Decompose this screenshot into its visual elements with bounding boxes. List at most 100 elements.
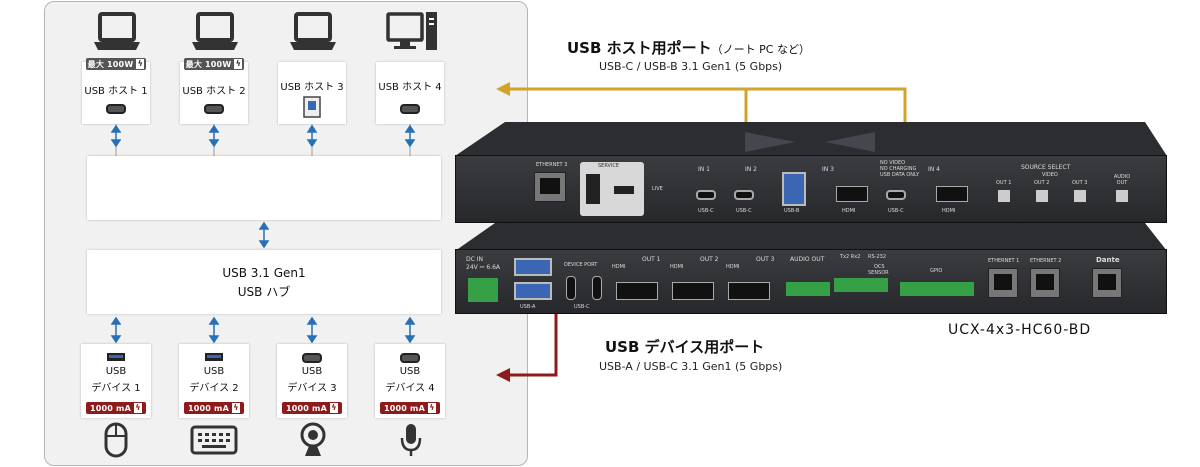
usb-c-port-icon bbox=[302, 353, 322, 363]
ethernet2-port-icon bbox=[1030, 268, 1060, 298]
laptop-icon bbox=[290, 12, 336, 50]
dante-logo: Dante bbox=[1096, 256, 1120, 264]
keyboard-icon bbox=[190, 425, 238, 455]
ethernet-port-icon bbox=[534, 172, 566, 202]
laptop-icon bbox=[192, 12, 238, 50]
rs232-label: RS-232 bbox=[868, 254, 886, 260]
host-port-title-note: （ノート PC など） bbox=[711, 43, 810, 56]
device-label-1: USB bbox=[105, 366, 127, 377]
usbb-label: USB-B bbox=[784, 208, 800, 214]
usb-b-port-icon bbox=[303, 96, 321, 118]
dc-power-terminal-icon bbox=[468, 278, 498, 302]
device-port-arrow-line bbox=[508, 310, 558, 377]
usb-c-port-icon bbox=[106, 104, 126, 114]
usb-a-service-port-icon bbox=[586, 174, 600, 204]
host-label: USB ホスト 3 bbox=[280, 82, 344, 93]
host-port-spec: USB-C / USB-B 3.1 Gen1 (5 Gbps) bbox=[599, 60, 783, 73]
webcam-icon bbox=[300, 422, 326, 456]
usb-c-port-icon bbox=[592, 276, 602, 300]
txrx-label: Tx2 Rx2 bbox=[840, 254, 861, 260]
microphone-icon bbox=[400, 424, 422, 456]
eth1-label: ETHERNET 1 bbox=[988, 258, 1020, 264]
hub-line-1: USB 3.1 Gen1 bbox=[222, 266, 306, 280]
usbc-device-label: USB-C bbox=[574, 304, 590, 310]
hdmi-out1-tag: HDMI bbox=[612, 264, 626, 270]
hdmi-out2-tag: HDMI bbox=[670, 264, 684, 270]
host-label: USB ホスト 4 bbox=[378, 82, 442, 93]
device-label-1: USB bbox=[399, 366, 421, 377]
top-out3-label: OUT 3 bbox=[1072, 180, 1088, 186]
usb-c-port-icon bbox=[734, 190, 754, 200]
usb-a-port-icon bbox=[514, 282, 552, 300]
device-label-2: デバイス 4 bbox=[385, 383, 435, 394]
usb-c-port-icon bbox=[886, 190, 906, 200]
top-unit-chassis-top bbox=[455, 122, 1167, 156]
video-label: VIDEO bbox=[1042, 172, 1058, 178]
in4-label: IN 4 bbox=[928, 166, 940, 173]
out3-select-button[interactable] bbox=[1074, 190, 1086, 202]
usb-host-4-card: USB ホスト 4 bbox=[376, 62, 444, 124]
top-audio-out-label: AUDIO OUT bbox=[1113, 174, 1131, 186]
out2-label: OUT 2 bbox=[700, 256, 719, 263]
device-port-label: DEVICE PORT bbox=[564, 262, 598, 268]
ethernet1-port-icon bbox=[988, 268, 1018, 298]
host-label: USB ホスト 2 bbox=[182, 86, 246, 97]
lightning-icon: ϟ bbox=[427, 403, 436, 413]
device-port-spec: USB-A / USB-C 3.1 Gen1 (5 Gbps) bbox=[599, 360, 783, 373]
usbc-label-1: USB-C bbox=[698, 208, 714, 214]
lightning-icon: ϟ bbox=[133, 403, 142, 413]
device-label-2: デバイス 2 bbox=[189, 383, 239, 394]
in2-label: IN 2 bbox=[745, 166, 757, 173]
gpio-label: GPIO bbox=[930, 268, 943, 274]
device-port-title: USB デバイス用ポート bbox=[605, 338, 765, 356]
usb-c-port-icon bbox=[204, 104, 224, 114]
top-unit-front-panel: ETHERNET 3 SERVICE LIVE IN 1 USB-C IN 2 … bbox=[455, 155, 1167, 223]
hdmi-port-icon bbox=[936, 186, 968, 202]
lightning-icon: ϟ bbox=[136, 59, 145, 69]
out3-label: OUT 3 bbox=[756, 256, 775, 263]
hdmi-label-2: HDMI bbox=[942, 208, 956, 214]
hdmi-out3-tag: HDMI bbox=[726, 264, 740, 270]
device-label-2: デバイス 1 bbox=[91, 383, 141, 394]
top-out1-label: OUT 1 bbox=[996, 180, 1012, 186]
device-port-arrowhead bbox=[496, 368, 510, 382]
laptop-icon bbox=[94, 12, 140, 50]
service-label: SERVICE bbox=[598, 163, 620, 169]
usb-a-port-icon bbox=[205, 353, 223, 361]
gpio-terminal-icon bbox=[900, 282, 974, 296]
ethernet3-label: ETHERNET 3 bbox=[536, 162, 568, 168]
lightning-icon: ϟ bbox=[231, 403, 240, 413]
audio-out-label: AUDIO OUT bbox=[790, 256, 825, 263]
host-label: USB ホスト 1 bbox=[84, 86, 148, 97]
source-select-label: SOURCE SELECT bbox=[1021, 164, 1071, 171]
rs232-terminal-icon bbox=[834, 278, 888, 292]
audio-out-select-button[interactable] bbox=[1116, 190, 1128, 202]
dc-spec-label: 24V ⎓ 6.6A bbox=[466, 264, 500, 271]
usb-switch-box bbox=[87, 156, 441, 220]
in3-label: IN 3 bbox=[822, 166, 834, 173]
in1-label: IN 1 bbox=[698, 166, 710, 173]
bottom-unit-rear-panel: DC IN 24V ⎓ 6.6A USB-A DEVICE PORT USB-C… bbox=[455, 249, 1167, 314]
out2-select-button[interactable] bbox=[1036, 190, 1048, 202]
usb-hub-box: USB 3.1 Gen1 USB ハブ bbox=[87, 250, 441, 314]
usb-host-3-card: USB ホスト 3 bbox=[278, 62, 346, 124]
lightning-icon: ϟ bbox=[234, 59, 243, 69]
host-port-title: USB ホスト用ポート（ノート PC など） bbox=[567, 39, 810, 57]
device-label-1: USB bbox=[301, 366, 323, 377]
usb-b-port-icon bbox=[782, 172, 806, 206]
live-label: LIVE bbox=[652, 186, 663, 192]
model-name: UCX-4x3-HC60-BD bbox=[948, 322, 1092, 338]
hdmi-out3-port-icon bbox=[728, 282, 770, 300]
device-label-2: デバイス 3 bbox=[287, 383, 337, 394]
out1-select-button[interactable] bbox=[998, 190, 1010, 202]
